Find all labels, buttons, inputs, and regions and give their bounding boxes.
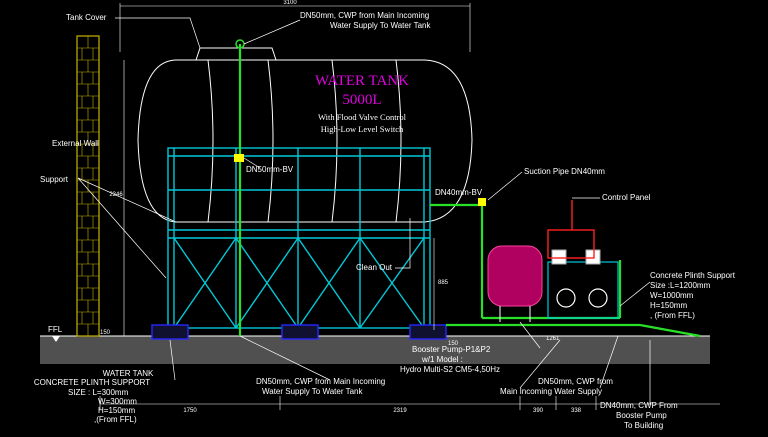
label-clean-out: Clean Out (356, 263, 393, 272)
label-dn50-bv: DN50mm-BV (246, 165, 294, 174)
dim-frame-height: 885 (438, 280, 449, 286)
label-incoming-1: DN50mm, CWP from Main Incoming (300, 11, 429, 20)
label-to-building-3: To Building (624, 421, 663, 430)
dim-plinth-h: 150 (448, 341, 459, 347)
label-plinth-left-4: W=300mm (98, 397, 137, 406)
dim-top: 3100 (283, 0, 297, 6)
label-plinth-left-1: WATER TANK (103, 369, 154, 378)
ground-slab (40, 336, 710, 364)
dimension-lines (99, 3, 720, 410)
label-control-panel: Control Panel (602, 193, 651, 202)
label-support: Support (40, 175, 69, 184)
dim-bottom-2: 2319 (393, 408, 407, 414)
ball-valve-dn50 (234, 154, 244, 162)
label-to-building-1: DN40mm, CWP From (600, 401, 678, 410)
dim-bottom-3: 390 (533, 408, 544, 414)
plinth-supports (151, 324, 447, 340)
label-plinth-left-5: H=150mm (98, 406, 135, 415)
label-ffl: FFL (48, 325, 63, 334)
label-plinth-right-5: , (From FFL) (650, 311, 695, 320)
label-booster-3: Hydro Multi-S2 CM5-4,50Hz (400, 365, 500, 374)
label-tank-cover: Tank Cover (66, 13, 107, 22)
label-booster-1: Booster Pump-P1&P2 (412, 345, 491, 354)
ball-valve-dn40 (478, 198, 486, 206)
tank-title-line1: WATER TANK (315, 73, 409, 89)
dim-bottom-4: 338 (571, 408, 582, 414)
dim-wall-base: 150 (100, 330, 111, 336)
dim-pump-width: 1261 (546, 336, 560, 342)
external-wall (76, 35, 100, 337)
label-main-incoming-2: Main Incoming Water Supply (500, 387, 602, 396)
label-suction-pipe: Suction Pipe DN40mm (524, 167, 605, 176)
label-external-wall: External Wall (52, 139, 99, 148)
label-plinth-right-1: Concrete Plinth Support (650, 271, 736, 280)
label-plinth-right-2: Size :L=1200mm (650, 281, 711, 290)
dim-tank-height: 2346 (109, 192, 123, 198)
water-tank (137, 47, 473, 223)
label-plinth-right-4: H=150mm (650, 301, 687, 310)
dim-bottom-1: 1750 (183, 408, 197, 414)
label-plinth-right-3: W=1000mm (650, 291, 694, 300)
support-frame (167, 147, 431, 329)
label-dn40-bv: DN40mm-BV (435, 188, 483, 197)
label-plinth-left-2: CONCRETE PLINTH SUPPORT (34, 378, 150, 387)
control-panel (547, 200, 595, 259)
piping (238, 44, 701, 338)
label-plinth-left-3: SIZE : L=300mm (68, 388, 129, 397)
label-to-building-2: Booster Pump (616, 411, 667, 420)
label-incoming-2: Water Supply To Water Tank (330, 21, 431, 30)
ffl-marker-icon (52, 336, 60, 342)
label-booster-2: w/1 Model : (421, 355, 463, 364)
leader-lines (77, 17, 651, 405)
tank-subtitle-line2: High-Low Level Switch (321, 124, 404, 134)
label-main-incoming-1: DN50mm, CWP from (538, 377, 613, 386)
tank-title-line2: 5000L (342, 92, 381, 108)
label-bottom-inlet-2: Water Supply To Water Tank (262, 387, 363, 396)
label-plinth-left-6: ,(From FFL) (94, 415, 137, 424)
label-bottom-inlet-1: DN50mm, CWP from Main Incoming (256, 377, 385, 386)
tank-subtitle-line1: With Flood Valve Control (318, 112, 407, 122)
booster-pump-set (487, 245, 619, 322)
